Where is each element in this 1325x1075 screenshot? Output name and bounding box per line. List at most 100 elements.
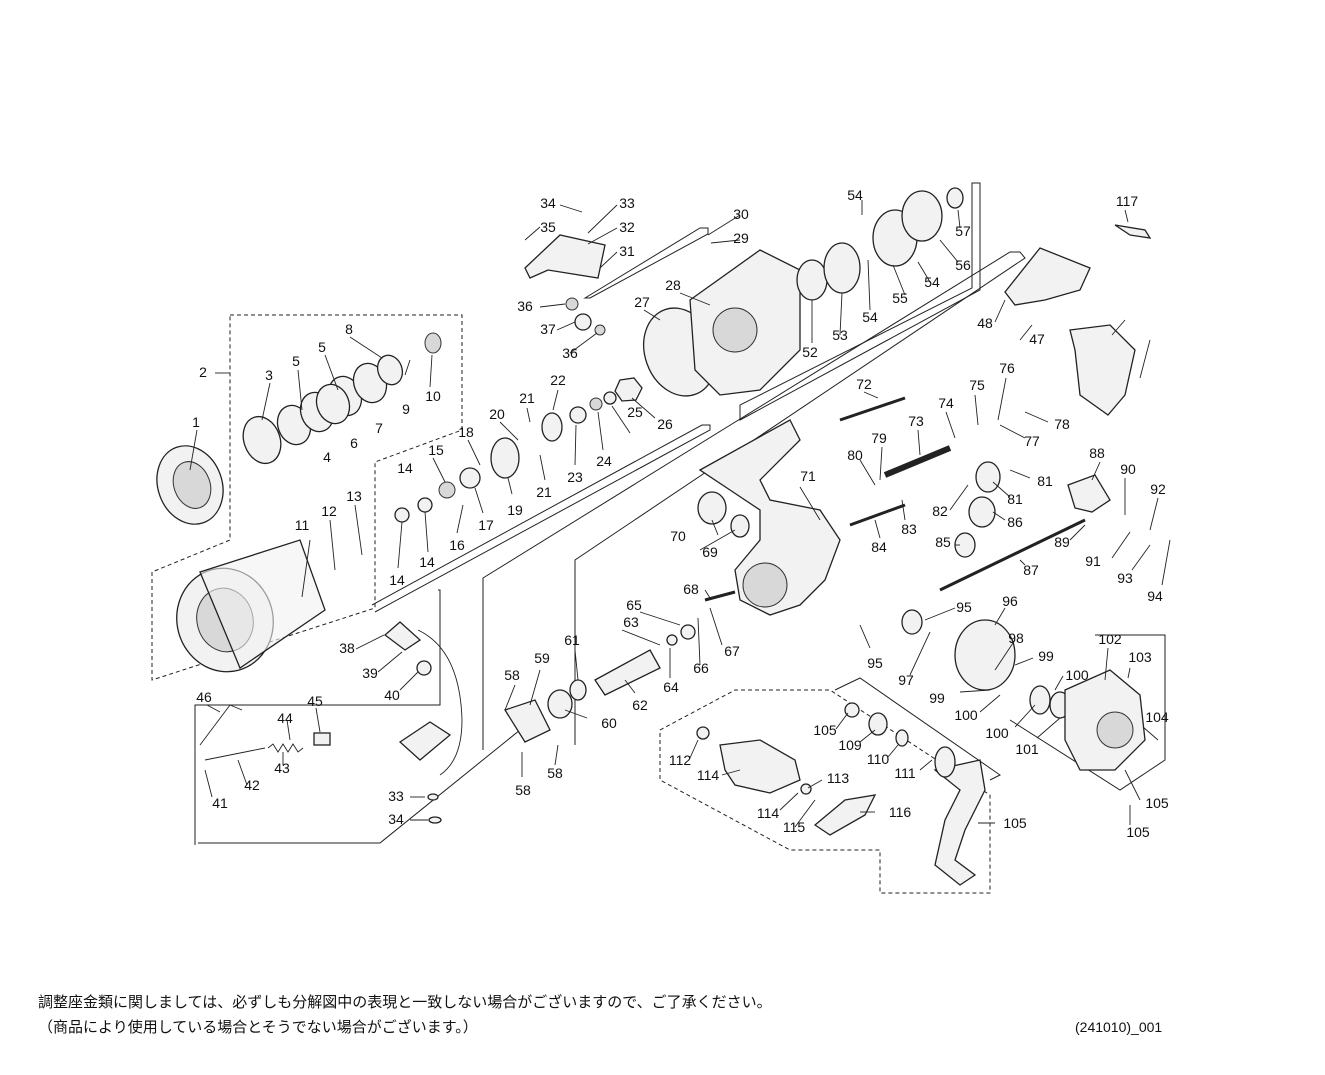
part-label-17: 17 — [478, 517, 494, 533]
part-label-1: 1 — [192, 414, 200, 430]
washer-14 — [394, 507, 410, 523]
body-group-box — [482, 251, 1026, 750]
stopper-base — [398, 721, 452, 761]
cover-79 — [1069, 324, 1136, 416]
leader-lines — [189, 200, 1171, 828]
o-ring-69 — [730, 514, 750, 538]
worm-shaft-73 — [883, 445, 952, 478]
bearing-23 — [569, 406, 587, 424]
part-label-105: 105 — [813, 722, 837, 738]
part-label-25: 25 — [627, 404, 643, 420]
disclaimer-note-line2: （商品により使用している場合とそうでない場合がございます。） — [38, 1018, 478, 1036]
spool-body-skirt — [199, 539, 326, 669]
part-label-59: 59 — [534, 650, 550, 666]
part-label-70: 70 — [670, 528, 686, 544]
part-label-9: 9 — [402, 401, 410, 417]
part-label-73: 73 — [908, 413, 924, 429]
part-label-102: 102 — [1098, 631, 1122, 647]
part-label-31: 31 — [619, 243, 635, 259]
washer-14b — [417, 497, 433, 513]
part-label-20: 20 — [489, 406, 505, 422]
part-label-54: 54 — [924, 274, 940, 290]
part-label-68: 68 — [683, 581, 699, 597]
part-label-54: 54 — [862, 309, 878, 325]
part-label-33: 33 — [388, 788, 404, 804]
bearing-101 — [1029, 685, 1051, 715]
part-label-91: 91 — [1085, 553, 1101, 569]
rod-42 — [204, 747, 266, 761]
part-501 — [1114, 224, 1152, 239]
part-label-11: 11 — [295, 517, 310, 533]
part-label-48: 48 — [977, 315, 993, 331]
knob-cap-118 — [813, 794, 877, 836]
part-label-24: 24 — [596, 453, 612, 469]
o-ring-56 — [901, 190, 943, 242]
part-label-42: 42 — [244, 777, 260, 793]
part-label-14: 14 — [389, 572, 405, 588]
part-label-36: 36 — [517, 298, 533, 314]
part-label-72: 72 — [856, 376, 872, 392]
part-label-21: 21 — [519, 390, 535, 406]
part-label-58: 58 — [547, 765, 563, 781]
part-label-16: 16 — [449, 537, 465, 553]
part-label-94: 94 — [1147, 588, 1163, 604]
washer-25 — [603, 391, 617, 405]
part-label-26: 26 — [657, 416, 673, 432]
washer-36b — [594, 324, 606, 336]
part-label-27: 27 — [634, 294, 650, 310]
stopper-38 — [383, 621, 422, 651]
gear-19 — [490, 437, 520, 479]
foot-48 — [1004, 247, 1091, 306]
drag-washer-8 — [376, 354, 404, 386]
part-label-93: 93 — [1117, 570, 1133, 586]
part-label-53: 53 — [832, 327, 848, 343]
pinion-62 — [594, 649, 661, 696]
group-outlines — [151, 182, 1166, 894]
body-frame-71 — [698, 419, 841, 616]
part-label-92: 92 — [1150, 481, 1166, 497]
bearing-70 — [697, 491, 727, 525]
part-label-95: 95 — [867, 655, 883, 671]
part-label-63: 63 — [623, 614, 639, 630]
part-label-29: 29 — [733, 230, 749, 246]
shaft-72 — [839, 396, 906, 422]
part-label-58: 58 — [504, 667, 520, 683]
screw-34 — [428, 816, 442, 824]
handle-knob-115 — [719, 739, 801, 794]
part-label-39: 39 — [362, 665, 378, 681]
bearing-24 — [589, 397, 603, 411]
bearing-65 — [680, 624, 696, 640]
roller-37 — [574, 313, 592, 331]
part-label-95: 95 — [956, 599, 972, 615]
bail-trip-group-box — [194, 589, 521, 845]
part-label-65: 65 — [626, 597, 642, 613]
part-label-71: 71 — [800, 468, 816, 484]
part-label-41: 41 — [212, 795, 228, 811]
washer-114b — [800, 783, 812, 795]
disclaimer-note-line1: 調整座金類に関しましては、必ずしも分解図中の表現と一致しない場合がございますので… — [38, 993, 772, 1011]
spool-front-inner — [172, 461, 212, 509]
part-label-84: 84 — [871, 539, 887, 555]
part-label-47: 47 — [1029, 331, 1045, 347]
rotor-group-box — [739, 182, 981, 421]
part-label-117: 117 — [1116, 193, 1139, 209]
part-label-13: 13 — [346, 488, 362, 504]
part-label-54: 54 — [847, 187, 863, 203]
washer-114a — [696, 726, 710, 740]
stopper-wire — [417, 629, 463, 776]
part-label-43: 43 — [274, 760, 290, 776]
part-label-60: 60 — [601, 715, 617, 731]
bearing-17 — [459, 467, 481, 489]
part-label-34: 34 — [540, 195, 556, 211]
part-label-86: 86 — [1007, 514, 1023, 530]
cap-57 — [946, 187, 964, 209]
nut-26 — [614, 377, 643, 402]
part-label-103: 103 — [1128, 649, 1152, 665]
pin-68 — [704, 590, 736, 602]
part-label-88: 88 — [1089, 445, 1105, 461]
part-label-58: 58 — [515, 782, 531, 798]
stopper-group-box — [371, 424, 711, 613]
handle-shaft-113 — [934, 746, 956, 778]
bearing-10 — [424, 332, 442, 354]
